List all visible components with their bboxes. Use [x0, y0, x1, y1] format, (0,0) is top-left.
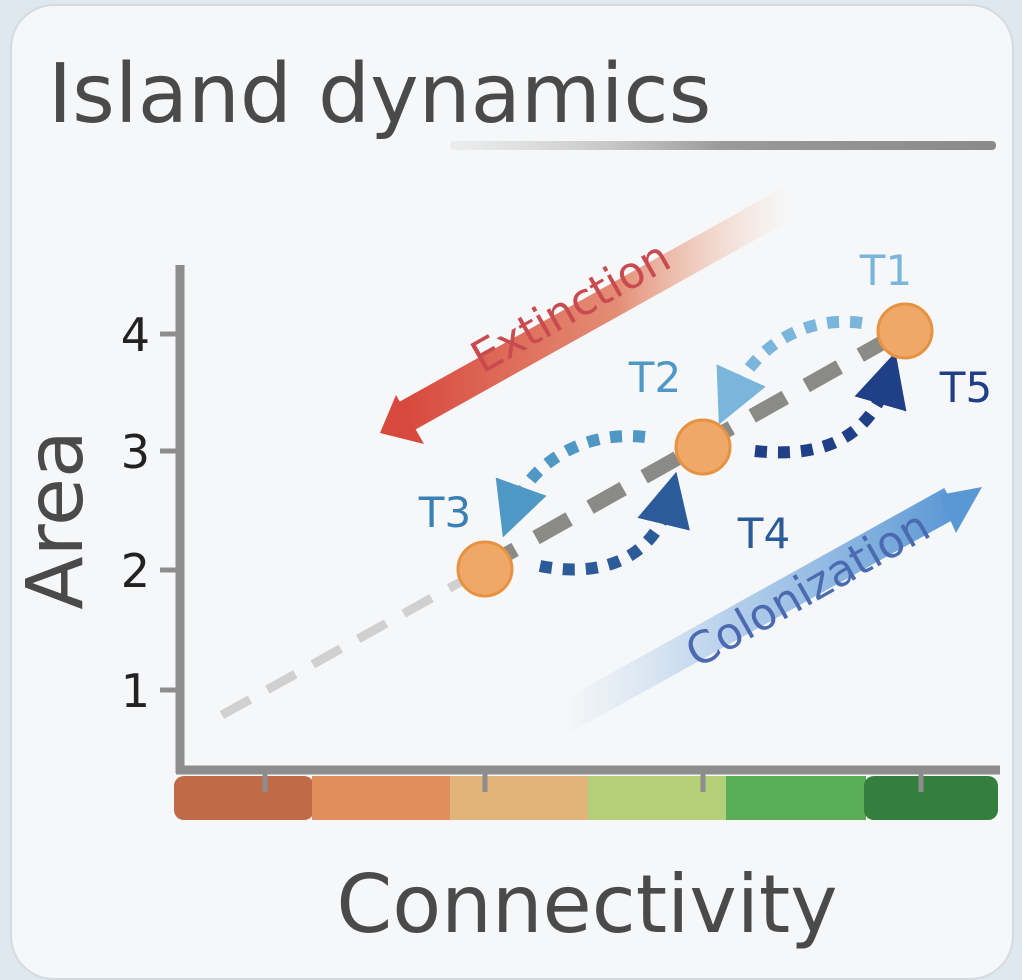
- colonization-label: Colonization: [677, 500, 938, 678]
- diagram-title: Island dynamics: [48, 47, 711, 142]
- label-t4: T4: [737, 509, 790, 558]
- title-underline: [450, 141, 996, 150]
- y-tick-label-3: 3: [121, 425, 150, 479]
- connectivity-segment-4: [588, 776, 728, 820]
- label-t5: T5: [939, 363, 992, 412]
- colonization-arrow-head: [939, 487, 982, 533]
- island-node-t3: [456, 540, 514, 598]
- connectivity-segment-1: [174, 776, 314, 820]
- transition-t3-t4: [538, 471, 690, 576]
- island-node-t1: [876, 302, 934, 360]
- transition-t2-t3: [495, 430, 646, 538]
- connectivity-segment-2: [312, 776, 452, 820]
- extinction-arrow-shaft: [397, 188, 798, 431]
- trajectory-extension: [219, 567, 483, 719]
- y-tick-label-1: 1: [121, 664, 150, 718]
- extinction-arrow: Extinction: [380, 188, 798, 444]
- y-tick-label-2: 2: [121, 544, 150, 598]
- colonization-arrow-shaft: [552, 488, 960, 734]
- connectivity-segment-6: [864, 776, 998, 820]
- connectivity-segment-3: [450, 776, 590, 820]
- label-t1: T1: [859, 246, 912, 295]
- y-ticks: 4 3 2 1: [121, 308, 180, 718]
- transition-t4-t5: [754, 352, 907, 459]
- label-t3: T3: [418, 488, 471, 537]
- trajectory-line: [478, 323, 909, 575]
- connectivity-segment-5: [726, 776, 866, 820]
- extinction-arrow-head: [380, 395, 424, 444]
- y-tick-label-4: 4: [121, 308, 150, 362]
- x-axis-label: Connectivity: [336, 858, 837, 951]
- x-ticks: [262, 770, 924, 792]
- connectivity-color-bar: [174, 776, 998, 820]
- y-axis-label: Area: [11, 430, 101, 610]
- island-node-t2: [674, 418, 732, 476]
- transition-t1-t2: [716, 315, 863, 425]
- label-t2: T2: [628, 353, 681, 402]
